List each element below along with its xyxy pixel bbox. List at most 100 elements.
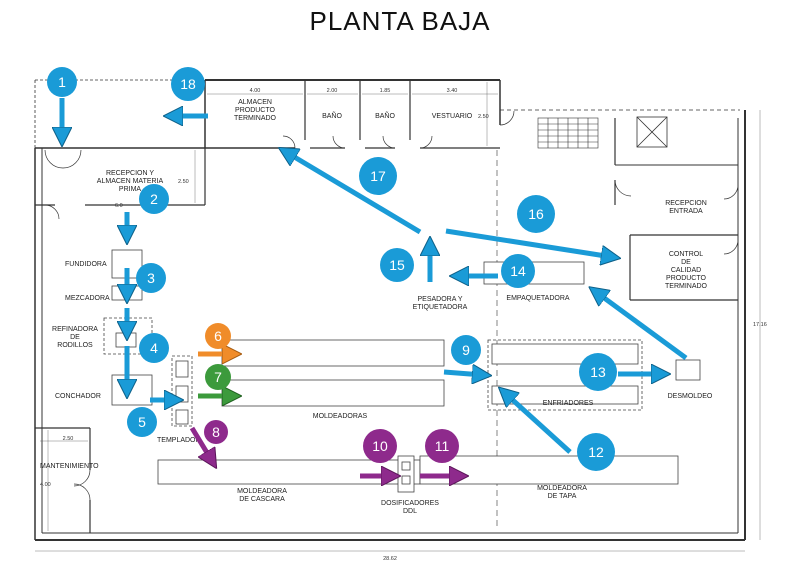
- label-pesadora-1: PESADORA Y: [417, 296, 462, 303]
- svg-text:11: 11: [435, 438, 450, 454]
- svg-text:3: 3: [147, 270, 155, 286]
- doors: [44, 110, 739, 501]
- room-labels: ALMACEN PRODUCTO TERMINADO BAÑO BAÑO VES…: [40, 99, 713, 515]
- svg-text:8: 8: [212, 424, 220, 440]
- step-14: 14: [501, 254, 535, 288]
- elevator: [636, 116, 668, 148]
- dim-recepcion-depth: 2.50: [178, 179, 189, 185]
- flow-arrows: [62, 98, 688, 476]
- step-1: 1: [47, 67, 77, 97]
- svg-text:10: 10: [372, 438, 388, 454]
- label-control-5: TERMINADO: [665, 283, 708, 290]
- svg-text:15: 15: [389, 257, 405, 273]
- label-tapa-1: MOLDEADORA: [537, 485, 587, 492]
- label-recepcion-entrada-1: RECEPCION: [665, 200, 707, 207]
- label-recepcion-entrada-2: ENTRADA: [669, 208, 703, 215]
- label-pesadora-2: ETIQUETADORA: [413, 304, 468, 311]
- label-cascara-1: MOLDEADORA: [237, 488, 287, 495]
- label-control-1: CONTROL: [669, 251, 703, 258]
- svg-text:13: 13: [590, 364, 606, 380]
- label-desmoldeo: DESMOLDEO: [668, 393, 713, 400]
- label-templador: TEMPLADOR: [157, 437, 201, 444]
- arrow-16a: [445, 228, 612, 257]
- dimensions: [35, 82, 761, 552]
- dim-bano-2: 1.85: [380, 88, 391, 94]
- label-almacen-3: TERMINADO: [234, 115, 277, 122]
- svg-text:12: 12: [588, 444, 604, 460]
- svg-text:6: 6: [214, 328, 222, 344]
- step-11: 11: [425, 429, 459, 463]
- step-13: 13: [579, 353, 617, 391]
- label-bano-2: BAÑO: [375, 111, 395, 120]
- arrow-9: [443, 372, 483, 375]
- dim-vestuario-depth: 2.50: [478, 114, 489, 120]
- label-vestuario: VESTUARIO: [432, 113, 473, 120]
- label-dosificadores-2: DDL: [403, 508, 417, 515]
- dim-total-width: 28.62: [383, 556, 397, 562]
- step-10: 10: [363, 429, 397, 463]
- label-empaquetadora: EMPAQUETADORA: [506, 295, 569, 302]
- label-dosificadores-1: DOSIFICADORES: [381, 500, 439, 507]
- step-18: 18: [171, 67, 205, 101]
- label-refinadora-3: RODILLOS: [57, 342, 93, 349]
- label-enfriadores: ENFRIADORES: [543, 400, 594, 407]
- step-6: 6: [205, 323, 231, 349]
- dim-almacen: 4.00: [250, 88, 261, 94]
- dim-recepcion-width: 6.0: [115, 203, 123, 209]
- svg-text:17: 17: [370, 168, 386, 184]
- label-conchador: CONCHADOR: [55, 393, 101, 400]
- label-fundidora: FUNDIDORA: [65, 261, 107, 268]
- arrow-16b: [596, 292, 688, 361]
- dim-vestuario: 3.40: [447, 88, 458, 94]
- label-control-3: CALIDAD: [671, 267, 701, 274]
- arrow-8: [189, 426, 212, 461]
- label-cascara-2: DE CASCARA: [239, 496, 285, 503]
- dim-total-depth: 17.16: [753, 322, 767, 328]
- label-bano-1: BAÑO: [322, 111, 342, 120]
- label-moldeadoras: MOLDEADORAS: [313, 413, 368, 420]
- label-refinadora-2: DE: [70, 334, 80, 341]
- arrow-12: [505, 393, 572, 454]
- label-control-4: PRODUCTO: [666, 275, 706, 282]
- svg-text:1: 1: [58, 74, 66, 90]
- step-4: 4: [139, 333, 169, 363]
- label-control-2: DE: [681, 259, 691, 266]
- label-refinadora-1: REFINADORA: [52, 326, 98, 333]
- step-5: 5: [127, 407, 157, 437]
- step-17: 17: [359, 157, 397, 195]
- label-recepcion-1: RECEPCION Y: [106, 170, 154, 177]
- label-almacen-2: PRODUCTO: [235, 107, 275, 114]
- svg-text:14: 14: [510, 263, 526, 279]
- svg-text:9: 9: [462, 342, 470, 358]
- dimension-values: 4.00 2.00 1.85 3.40 2.50 2.50 6.0 2.50 4…: [40, 88, 767, 562]
- step-9: 9: [451, 335, 481, 365]
- dim-mant-depth: 4.00: [40, 482, 51, 488]
- svg-text:7: 7: [214, 369, 222, 385]
- stairs: [537, 117, 599, 149]
- label-mezcadora: MEZCADORA: [65, 295, 110, 302]
- step-16: 16: [517, 195, 555, 233]
- step-12: 12: [577, 433, 615, 471]
- dim-mant-width: 2.50: [63, 436, 74, 442]
- svg-text:16: 16: [528, 206, 544, 222]
- label-almacen-1: ALMACEN: [238, 99, 272, 106]
- svg-text:4: 4: [150, 340, 158, 356]
- arrow-17: [286, 152, 422, 235]
- step-2: 2: [139, 184, 169, 214]
- step-15: 15: [380, 248, 414, 282]
- step-7: 7: [205, 364, 231, 390]
- plan-title: PLANTA BAJA: [309, 6, 491, 36]
- label-tapa-2: DE TAPA: [548, 493, 577, 500]
- step-markers: 1 2 3 4 5 6 7 8 9 10 11 12 13 14 15 16 1…: [47, 67, 617, 471]
- step-8: 8: [204, 420, 228, 444]
- step-3: 3: [136, 263, 166, 293]
- dim-bano-1: 2.00: [327, 88, 338, 94]
- label-recepcion-3: PRIMA: [119, 186, 142, 193]
- label-mantenimiento: MANTENIMIENTO: [40, 463, 99, 470]
- svg-text:5: 5: [138, 414, 146, 430]
- svg-text:2: 2: [150, 191, 158, 207]
- label-recepcion-2: ALMACEN MATERIA: [97, 178, 164, 185]
- svg-text:18: 18: [180, 76, 196, 92]
